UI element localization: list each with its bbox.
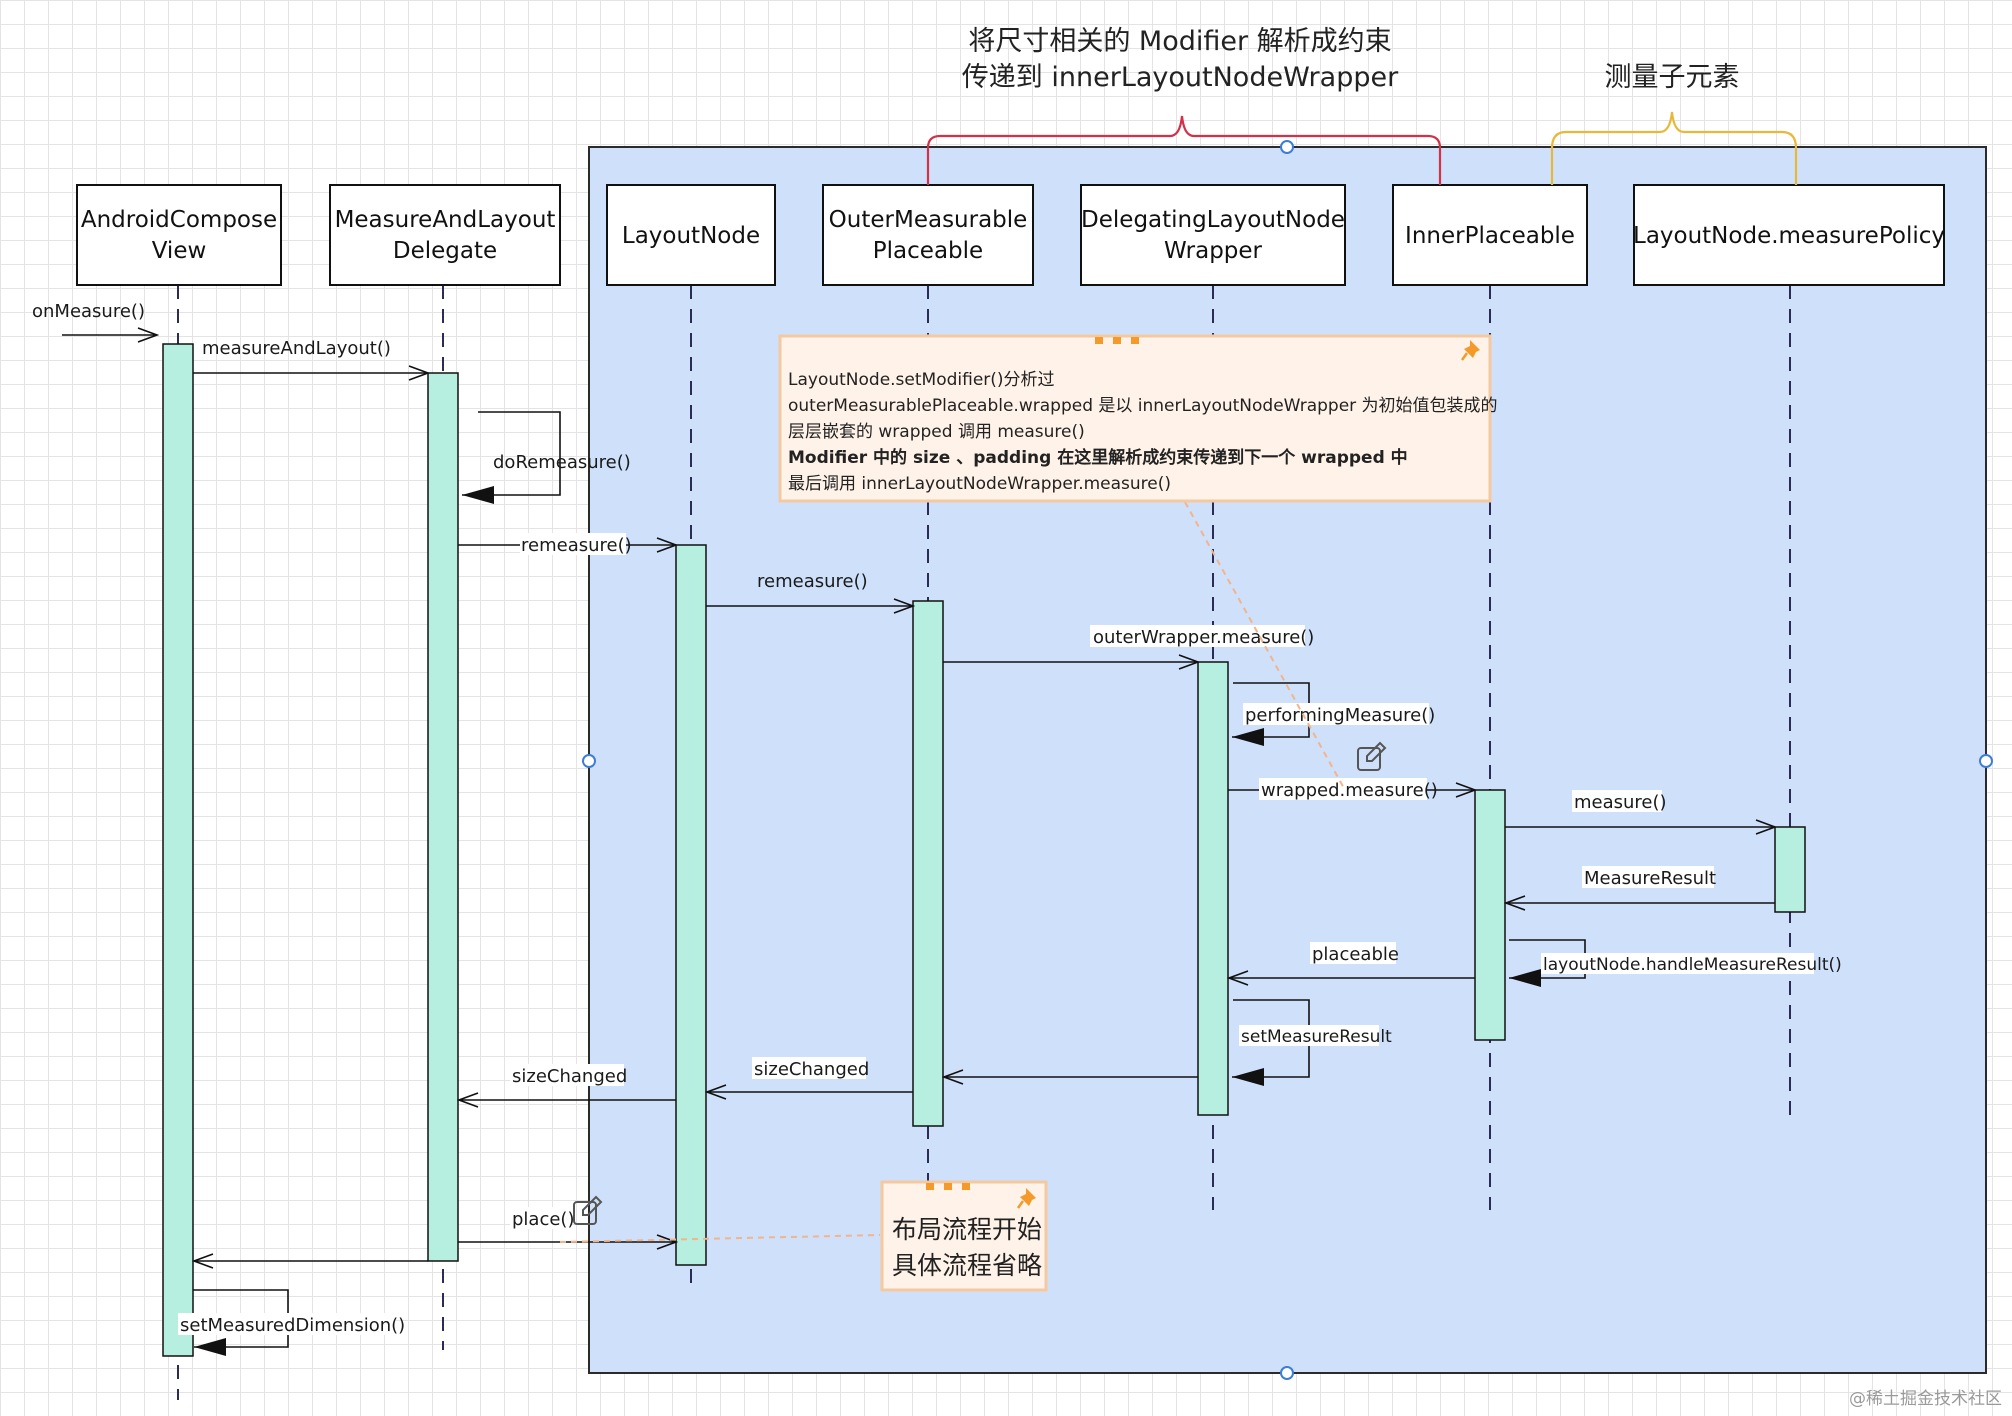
note-layout[interactable]: 布局流程开始 具体流程省略: [880, 1180, 1048, 1292]
modifier-label-line1: 将尺寸相关的 Modifier 解析成约束: [968, 26, 1391, 57]
brace-measure-children: [1550, 111, 1798, 185]
msg-setmeasureddim-label: setMeasuredDimension(): [180, 1315, 405, 1336]
participant-mld-line1: MeasureAndLayout: [335, 207, 556, 233]
activation-ln: [675, 544, 707, 1266]
pin-icon[interactable]: [1460, 340, 1480, 361]
participant-dlnw-line2: Wrapper: [1164, 238, 1263, 264]
participant-ln[interactable]: LayoutNode: [606, 184, 776, 286]
participant-omp-line2: Placeable: [873, 238, 983, 264]
msg-measure-label: measure(): [1574, 792, 1667, 813]
note-drag-dots[interactable]: [1095, 337, 1139, 344]
msg-doremeasure-label: doRemeasure(): [493, 452, 631, 473]
msg-outerwrapper-label: outerWrapper.measure(): [1093, 627, 1314, 648]
msg-placeable-label: placeable: [1312, 944, 1399, 965]
activation-omp: [912, 600, 944, 1127]
participant-lnmp-line1: LayoutNode.measurePolicy: [1633, 223, 1945, 249]
note-main-line3: 层层嵌套的 wrapped 调用 measure(): [788, 422, 1085, 442]
activation-acv: [162, 343, 194, 1357]
measure-children-label: 测量子元素: [1605, 62, 1740, 93]
msg-place-label: place(): [512, 1209, 574, 1230]
participant-mld[interactable]: MeasureAndLayout Delegate: [329, 184, 561, 286]
participant-mld-line2: Delegate: [393, 238, 497, 264]
msg-handle-label: layoutNode.handleMeasureResult(): [1543, 955, 1842, 975]
activation-ip: [1474, 789, 1506, 1041]
group-handle-bottom[interactable]: [1280, 1366, 1294, 1380]
modifier-label-line2: 传递到 innerLayoutNodeWrapper: [962, 62, 1399, 93]
note-main[interactable]: LayoutNode.setModifier()分析过 outerMeasura…: [778, 334, 1498, 503]
participant-acv[interactable]: AndroidCompose View: [76, 184, 282, 286]
msg-wrapped-label: wrapped.measure(): [1261, 780, 1438, 801]
group-handle-left[interactable]: [582, 754, 596, 768]
brace-modifier: [926, 115, 1442, 185]
pin-icon[interactable]: [1016, 1188, 1036, 1209]
group-handle-top[interactable]: [1280, 140, 1294, 154]
note-layout-line2: 具体流程省略: [892, 1251, 1042, 1280]
note-main-line1: LayoutNode.setModifier()分析过: [788, 370, 1055, 390]
watermark: @稀土掘金技术社区: [1849, 1389, 2002, 1409]
participant-dlnw-line1: DelegatingLayoutNode: [1081, 207, 1345, 233]
layoutnode-group-frame[interactable]: [588, 146, 1987, 1374]
note-layout-drag-dots[interactable]: [926, 1183, 970, 1190]
note-main-line2: outerMeasurablePlaceable.wrapped 是以 inne…: [788, 396, 1498, 416]
activations: [162, 343, 1806, 1357]
note-connector-layout: [559, 1234, 881, 1243]
msg-measureresult-label: MeasureResult: [1584, 868, 1716, 889]
participant-dlnw[interactable]: DelegatingLayoutNode Wrapper: [1080, 184, 1346, 286]
msg-onmeasure-label: onMeasure(): [32, 301, 145, 322]
edit-icon[interactable]: [573, 1195, 603, 1225]
participant-lnmp[interactable]: LayoutNode.measurePolicy: [1633, 184, 1945, 286]
edit-icon[interactable]: [1357, 741, 1387, 771]
msg-remeasure1-label: remeasure(): [521, 535, 632, 556]
msg-performing-label: performingMeasure(): [1245, 705, 1435, 726]
activation-mld: [427, 372, 459, 1262]
participant-omp[interactable]: OuterMeasurable Placeable: [822, 184, 1034, 286]
group-handle-right[interactable]: [1979, 754, 1993, 768]
msg-setmeasureresult-label: setMeasureResult: [1241, 1027, 1392, 1047]
participant-ip[interactable]: InnerPlaceable: [1392, 184, 1588, 286]
participant-acv-line1: AndroidCompose: [81, 207, 277, 233]
participant-ip-line1: InnerPlaceable: [1405, 223, 1575, 249]
msg-remeasure2-label: remeasure(): [757, 571, 868, 592]
activation-lnmp: [1774, 826, 1806, 913]
note-layout-line1: 布局流程开始: [892, 1215, 1042, 1244]
msg-measureandlayout-label: measureAndLayout(): [202, 338, 391, 359]
activation-dlnw: [1197, 661, 1229, 1116]
participant-ln-line1: LayoutNode: [622, 223, 760, 249]
msg-sizechanged2-label: sizeChanged: [754, 1059, 869, 1080]
note-main-line4: Modifier 中的 size 、padding 在这里解析成约束传递到下一个…: [788, 447, 1408, 468]
participant-acv-line2: View: [152, 238, 207, 264]
participant-omp-line1: OuterMeasurable: [829, 207, 1028, 233]
msg-doremeasure-line: [462, 411, 561, 504]
msg-sizechanged1-label: sizeChanged: [512, 1066, 627, 1087]
note-main-line5: 最后调用 innerLayoutNodeWrapper.measure(): [788, 474, 1171, 494]
